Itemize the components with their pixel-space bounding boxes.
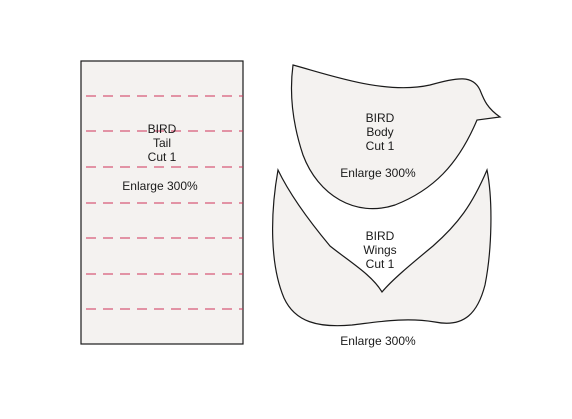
wings-title: BIRD — [365, 229, 395, 243]
body-part-name: Body — [366, 125, 394, 139]
body-enlarge-note: Enlarge 300% — [340, 166, 416, 180]
tail-enlarge-note: Enlarge 300% — [122, 179, 198, 193]
tail-cut-count: Cut 1 — [147, 150, 177, 164]
wings-cut-count: Cut 1 — [365, 257, 395, 271]
wings-enlarge-note: Enlarge 300% — [340, 334, 416, 348]
wings-part-name: Wings — [363, 243, 397, 257]
tail-fold-lines — [86, 95, 243, 310]
tail-title: BIRD — [147, 122, 177, 136]
wings-pattern-piece — [272, 167, 492, 327]
body-title: BIRD — [365, 111, 395, 125]
tail-part-name: Tail — [152, 136, 171, 150]
body-pattern-piece — [290, 64, 502, 210]
body-cut-count: Cut 1 — [365, 139, 395, 153]
